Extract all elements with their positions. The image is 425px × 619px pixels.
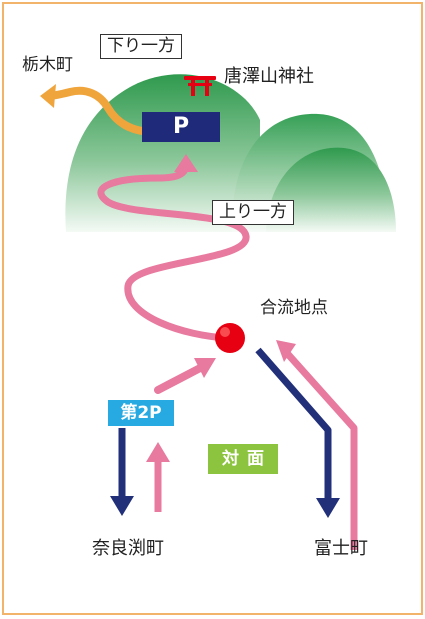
two-way-badge: 対面 <box>208 444 278 474</box>
downhill-route <box>44 86 158 136</box>
torii-gate-icon <box>184 76 216 96</box>
route-fuji-up-arrowhead <box>276 340 296 362</box>
route-second-parking-arrowhead <box>194 358 216 378</box>
route-second-parking-to-junction <box>154 362 208 394</box>
parking-second-label: 第2P <box>120 402 162 423</box>
route-narabuchi-down-arrowhead <box>110 496 134 516</box>
parking-icon: P <box>142 112 220 142</box>
downhill-arrowhead <box>40 84 56 108</box>
parking-second-badge: 第2P <box>108 400 174 426</box>
hill-front <box>266 147 396 232</box>
place-label-confluence: 合流地点 <box>260 298 328 318</box>
place-label-tochigi: 栃木町 <box>22 55 73 75</box>
uphill-arrowhead <box>174 154 198 172</box>
place-label-fuji: 富士町 <box>314 538 368 559</box>
route-fuji-down <box>255 347 332 504</box>
two-way-label: 対面 <box>222 448 272 469</box>
junction-dot-highlight <box>220 327 230 337</box>
parking-main-label: P <box>172 114 190 139</box>
route-fuji-up <box>283 349 358 550</box>
route-narabuchi-up-arrowhead <box>146 442 170 462</box>
label-up-direction: 上り一方 <box>212 200 294 225</box>
junction-dot-icon <box>215 323 245 353</box>
label-down-direction: 下り一方 <box>100 34 182 59</box>
map-graphics <box>40 74 396 550</box>
place-label-shrine: 唐澤山神社 <box>224 66 314 87</box>
place-label-narabuchi: 奈良渕町 <box>92 538 164 559</box>
route-fuji-down-arrowhead <box>316 498 340 518</box>
